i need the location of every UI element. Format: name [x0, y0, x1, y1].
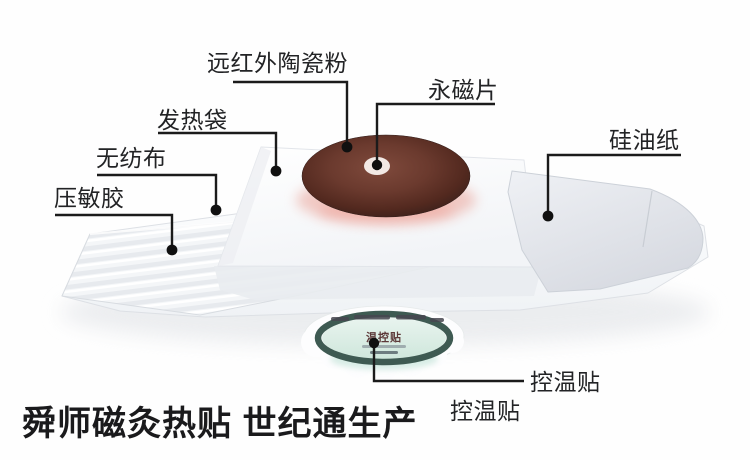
ceramic-powder-dot	[341, 141, 353, 153]
temp-patch-dot	[368, 337, 380, 349]
connector-dots	[166, 141, 554, 349]
nonwoven-dot	[210, 204, 222, 216]
stacked-sheet-edge	[214, 266, 542, 300]
silicone-paper-label: 硅油纸	[609, 127, 680, 153]
temp-patch-fine-print	[331, 315, 444, 322]
nonwoven-label: 无纺布	[96, 145, 167, 171]
magnet-dot	[371, 159, 383, 171]
silicone-paper-dot	[542, 210, 554, 222]
nonwoven-connector	[97, 173, 218, 210]
temp-patch-subline	[362, 345, 406, 348]
magnet-connector	[375, 102, 495, 165]
temp-patch-inner	[322, 317, 446, 359]
product-title: 舜师磁灸热贴 世纪通生产	[22, 405, 418, 443]
temp-control-patch: 温控贴	[301, 305, 465, 381]
connector-lines	[55, 80, 681, 383]
temp-patch-ring	[314, 310, 454, 366]
heating-bag-edge-shade	[218, 147, 271, 266]
heating-bag-connector	[158, 131, 278, 171]
temp-patch-subline2	[370, 351, 398, 354]
adhesive-connector	[55, 213, 174, 250]
temp-patch-label-1: 控温贴	[530, 369, 601, 395]
heating-bag-dot	[270, 165, 282, 177]
adhesive-label: 压敏胶	[54, 185, 125, 211]
silicone-paper-sheet	[507, 170, 704, 293]
temp-patch-connector	[372, 343, 524, 383]
heating-bag-label: 发热袋	[157, 107, 228, 133]
silicone-paper-crease	[642, 190, 653, 248]
ceramic-disc	[301, 134, 471, 218]
adhesive-dot	[166, 244, 178, 256]
temp-patch-label-2: 控温贴	[450, 398, 521, 424]
magnet-label: 永磁片	[428, 77, 499, 103]
silicone-paper-connector	[546, 153, 681, 216]
ceramic-powder-connector	[233, 80, 349, 147]
ceramic-powder-label: 远红外陶瓷粉	[207, 50, 348, 76]
